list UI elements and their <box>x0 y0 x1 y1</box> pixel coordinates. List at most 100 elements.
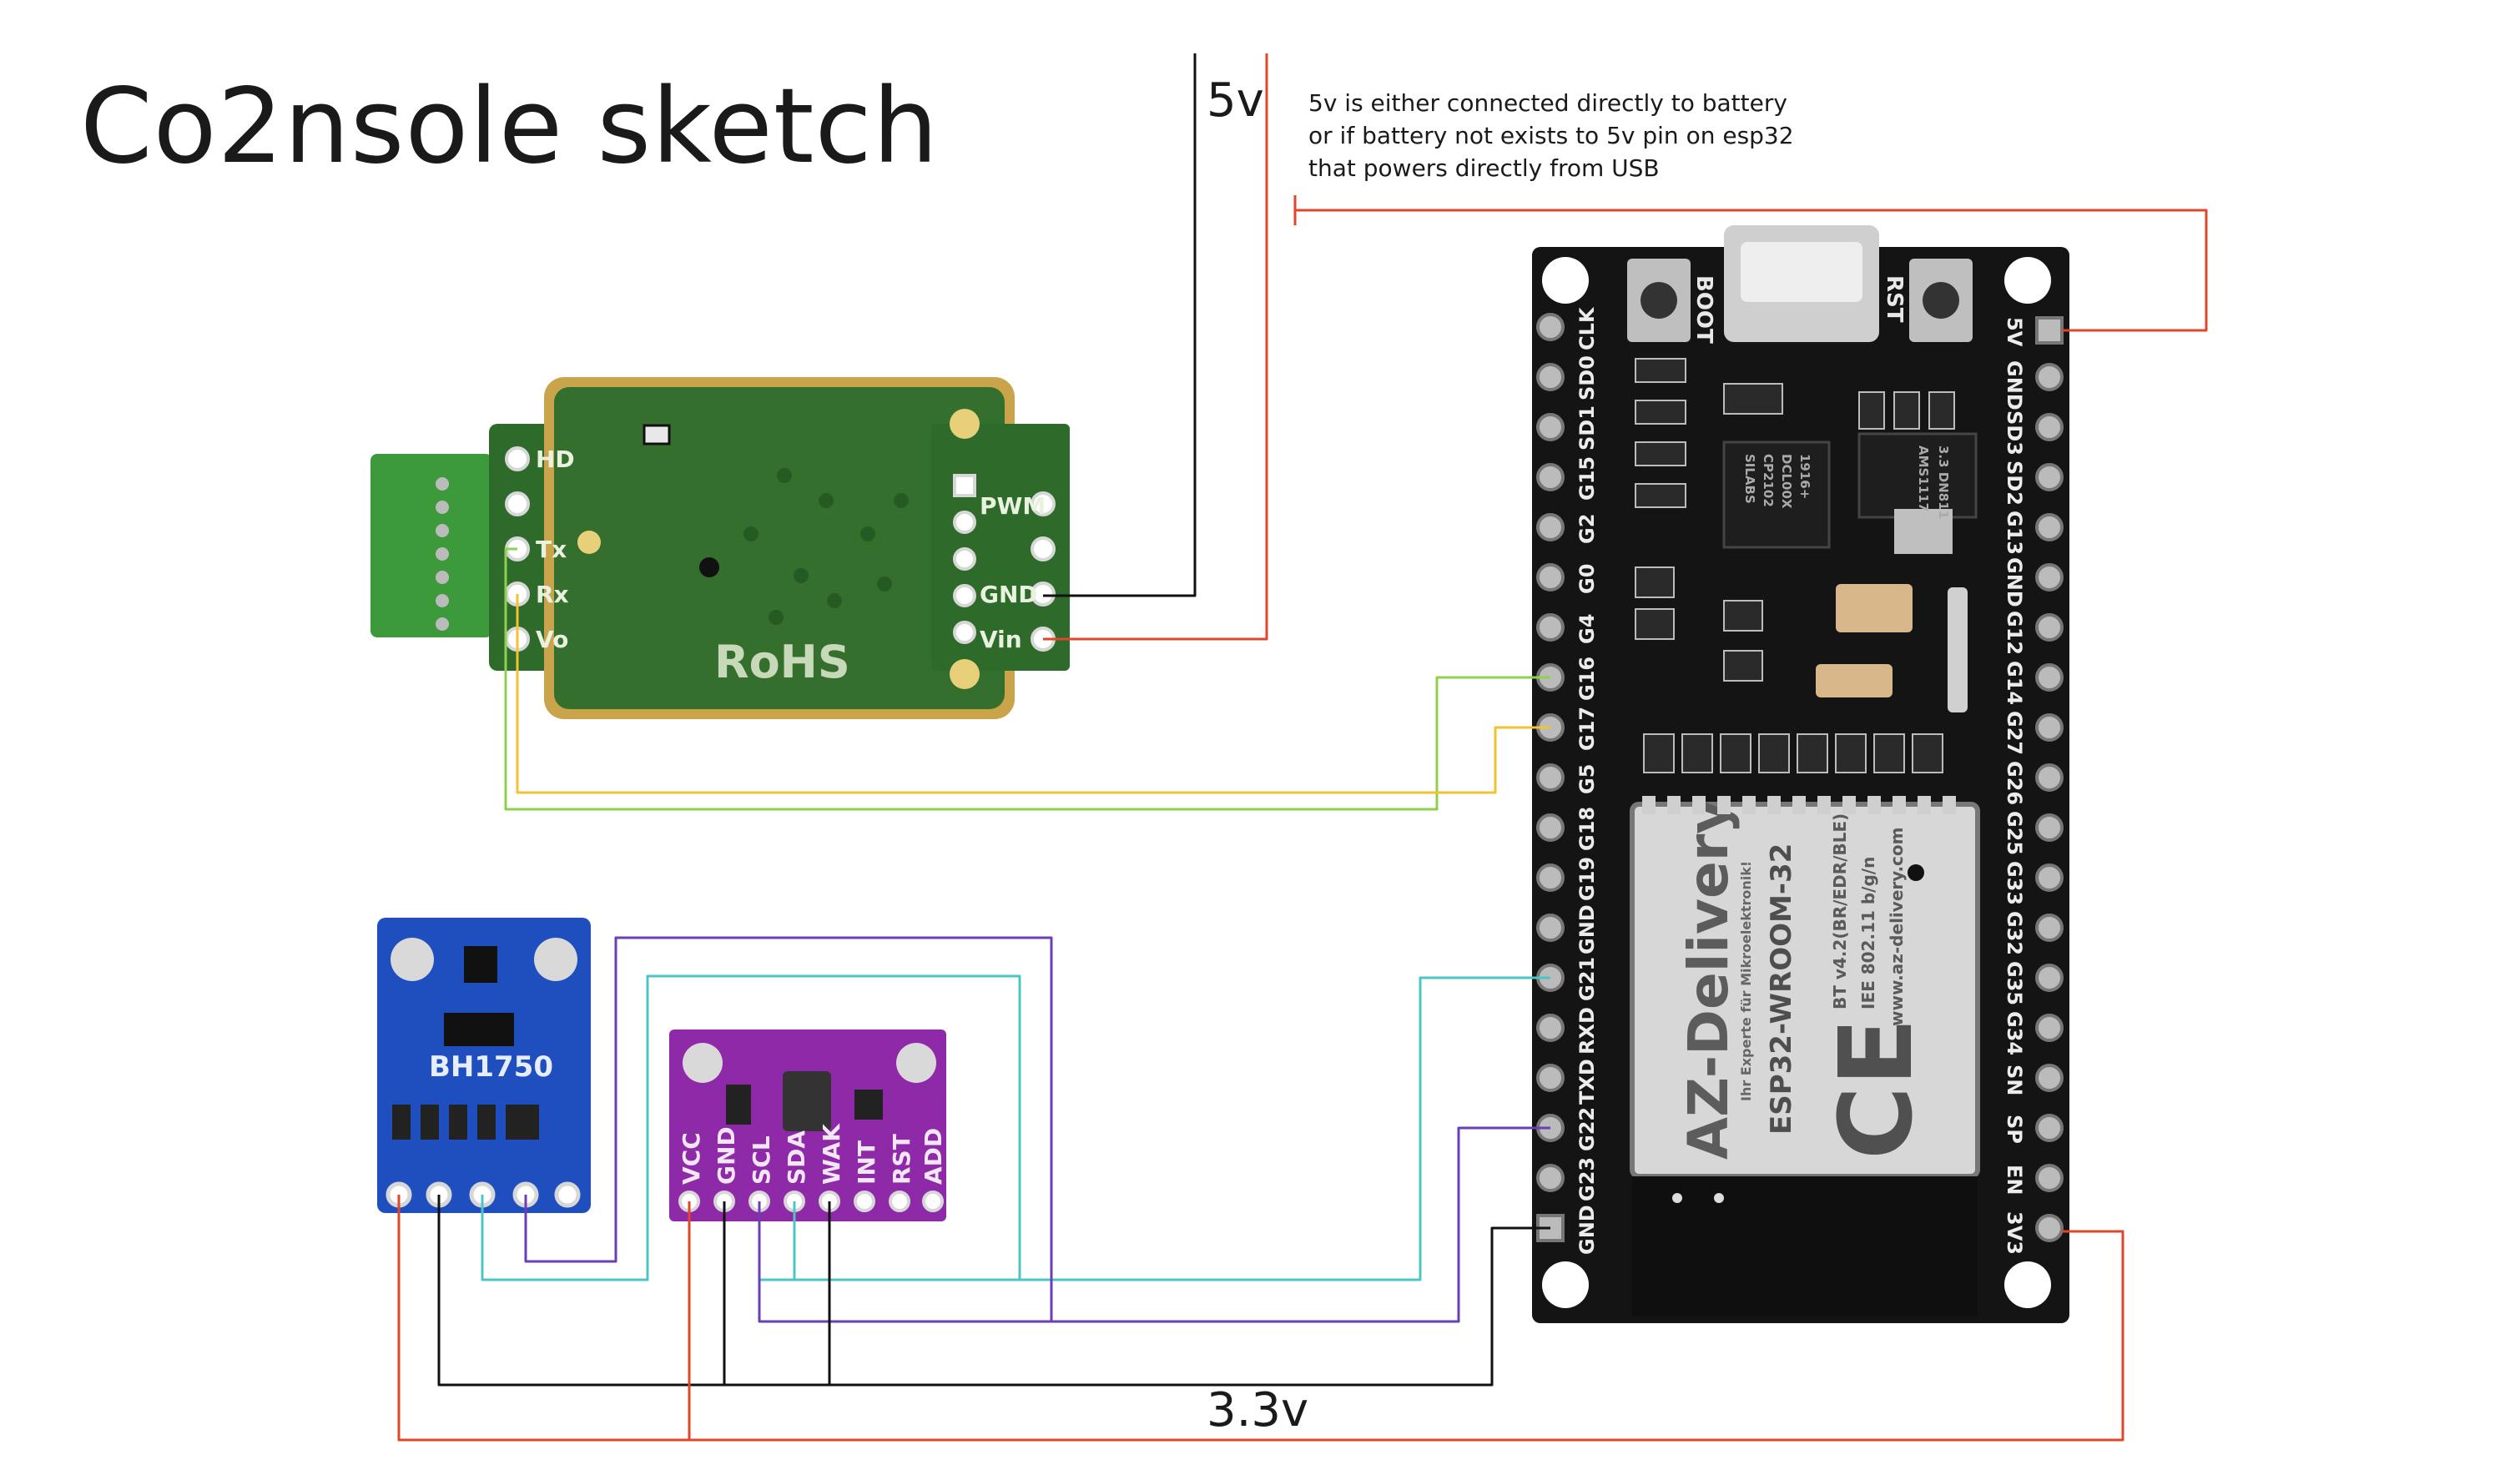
esp32-pin-label: G15 <box>1575 456 1599 501</box>
esp32-pin-label: GND <box>2003 557 2026 607</box>
esp32-mount-hole <box>1542 1261 1589 1308</box>
esp32-mount-hole <box>2004 1261 2051 1308</box>
light-sensor-components <box>392 1105 539 1140</box>
esp32-pin-label: G13 <box>2003 511 2026 555</box>
esp32-left-header <box>1536 313 1565 1242</box>
co2-rohs-label: RoHS <box>714 636 850 688</box>
light-sensor-hole <box>391 938 434 981</box>
esp32-pin-label: GND <box>1575 1205 1599 1255</box>
wire-co2-vin <box>1043 53 1268 641</box>
gesture-sensor-hole <box>683 1043 723 1083</box>
esp32-pin-label: G27 <box>2003 711 2026 755</box>
gesture-sensor: VCC GND SCL SDA WAK INT RST ADD <box>669 1029 947 1221</box>
esp32-pin-label: G25 <box>2003 811 2026 855</box>
esp32-tagline: Ihr Experte für Mikroelektronik! <box>1738 861 1754 1101</box>
co2-left-pins: HD Tx Rx Vo <box>505 446 575 653</box>
esp32-capacitor <box>1836 584 1913 632</box>
wires <box>397 53 2208 1442</box>
co2-sensor-pad <box>577 531 601 554</box>
esp32-boot-label: BOOT <box>1691 275 1716 344</box>
co2-pin-rx: Rx <box>536 581 569 608</box>
esp32-pin-label: G14 <box>2003 661 2026 705</box>
esp32-pin-label: TXD <box>1575 1059 1599 1105</box>
esp32-pin-label: G26 <box>2003 761 2026 805</box>
esp32-pin-label: CLK <box>1575 306 1599 350</box>
esp32-usb-chip <box>1722 440 1831 549</box>
esp32-pin-label: G17 <box>1575 707 1599 751</box>
esp32-pin-label: G2 <box>1575 514 1599 544</box>
gesture-pin-add: ADD <box>920 1128 947 1185</box>
gesture-pin-scl: SCL <box>748 1135 775 1185</box>
esp32-pin-label: G5 <box>1575 764 1599 794</box>
esp32-pin-label: G18 <box>1575 807 1599 851</box>
gesture-sensor-chip <box>783 1071 831 1131</box>
co2-pin-hd: HD <box>536 446 575 473</box>
light-sensor: BH1750 <box>377 918 591 1213</box>
wire-3v3-bus <box>397 1195 2124 1442</box>
esp32-url: www.az-delivery.com <box>1887 828 1907 1026</box>
co2-pin-vo: Vo <box>536 626 568 653</box>
co2-sensor: RoHS HD Tx Rx Vo PWM GND Vin <box>370 377 1070 719</box>
co2-pin-vin: Vin <box>980 626 1022 653</box>
co2-connector-pins <box>436 477 449 631</box>
esp32-capacitor <box>1816 664 1893 697</box>
power-note-line: that powers directly from USB <box>1308 154 1660 182</box>
esp32-pin-label: 3V3 <box>2003 1211 2026 1255</box>
esp32-brand: AZ-Delivery <box>1676 798 1741 1160</box>
wire-sda-esp32 <box>758 1126 1550 1323</box>
light-sensor-pins <box>386 1181 581 1208</box>
esp32-spec-wifi: IEE 802.11 b/g/n <box>1858 857 1878 1009</box>
esp32-pin-label: SD0 <box>1575 355 1599 400</box>
wire-scl-esp32 <box>793 976 1550 1281</box>
esp32-pin-label: G12 <box>2003 611 2026 655</box>
power-note: 5v is either connected directly to batte… <box>1308 87 1794 184</box>
esp32-pin-label: G4 <box>1575 614 1599 644</box>
esp32-chip-text: DCL00X <box>1779 454 1794 509</box>
esp32-pin-label: SD3 <box>2003 410 2026 456</box>
esp32-pin-label: SD2 <box>2003 461 2026 506</box>
gesture-pin-wak: WAK <box>818 1123 845 1185</box>
esp32-board: BOOT RST SILABS CP2102 DCL00X 1916+ AMS1… <box>1532 225 2069 1323</box>
esp32-mount-hole <box>1542 257 1589 304</box>
esp32-pin-label: SD1 <box>1575 405 1599 451</box>
esp32-pin-label: G16 <box>1575 657 1599 701</box>
wire-co2-gnd <box>1043 53 1197 597</box>
wire-gnd-bus <box>437 1195 1550 1387</box>
esp32-mount-hole <box>2004 257 2051 304</box>
esp32-pin-label: G32 <box>2003 911 2026 955</box>
esp32-right-labels: 5V GND SD3 SD2 G13 GND G12 G14 G27 G26 G… <box>2003 317 2026 1255</box>
co2-pin-pwm: PWM <box>980 492 1046 520</box>
gesture-pin-int: INT <box>853 1140 880 1185</box>
esp32-chip-text: SILABS <box>1742 454 1757 504</box>
esp32-pin-label: 5V <box>2003 317 2026 347</box>
co2-sensor-vias <box>743 468 909 625</box>
co2-pin-tx: Tx <box>536 536 567 563</box>
esp32-pin-label: RXD <box>1575 1007 1599 1055</box>
esp32-ce-mark: CE <box>1819 1018 1935 1160</box>
esp32-pin-label: G35 <box>2003 961 2026 1005</box>
gesture-pin-rst: RST <box>888 1134 915 1185</box>
wire-co2-tx <box>504 547 1550 811</box>
esp32-pin-label: EN <box>2003 1165 2026 1195</box>
wire-sda-light <box>524 936 1053 1321</box>
esp32-pin-label: G21 <box>1575 957 1599 1001</box>
esp32-pin-label: G19 <box>1575 857 1599 901</box>
light-sensor-label: BH1750 <box>429 1050 553 1084</box>
esp32-pin-label: SP <box>2003 1115 2026 1144</box>
esp32-resistor <box>1948 587 1968 712</box>
esp32-pin-label: GND <box>1575 904 1599 954</box>
power-note-line: 5v is either connected directly to batte… <box>1308 89 1787 117</box>
esp32-pin-label: SN <box>2003 1065 2026 1095</box>
esp32-module-pads <box>1642 796 1956 814</box>
esp32-pin-label: G23 <box>1575 1157 1599 1201</box>
light-sensor-chip <box>444 1013 514 1046</box>
co2-pin-gnd: GND <box>980 581 1038 608</box>
esp32-pin-label: G22 <box>1575 1107 1599 1151</box>
esp32-pin-label: G0 <box>1575 564 1599 594</box>
esp32-left-labels: CLK SD0 SD1 G15 G2 G0 G4 G16 G17 G5 G18 … <box>1575 306 1599 1255</box>
esp32-pin-label: G34 <box>2003 1011 2026 1055</box>
esp32-pin-label: G33 <box>2003 861 2026 905</box>
esp32-regulator-text: AMS1117 <box>1916 446 1931 511</box>
power-note-line: or if battery not exists to 5v pin on es… <box>1308 122 1794 149</box>
